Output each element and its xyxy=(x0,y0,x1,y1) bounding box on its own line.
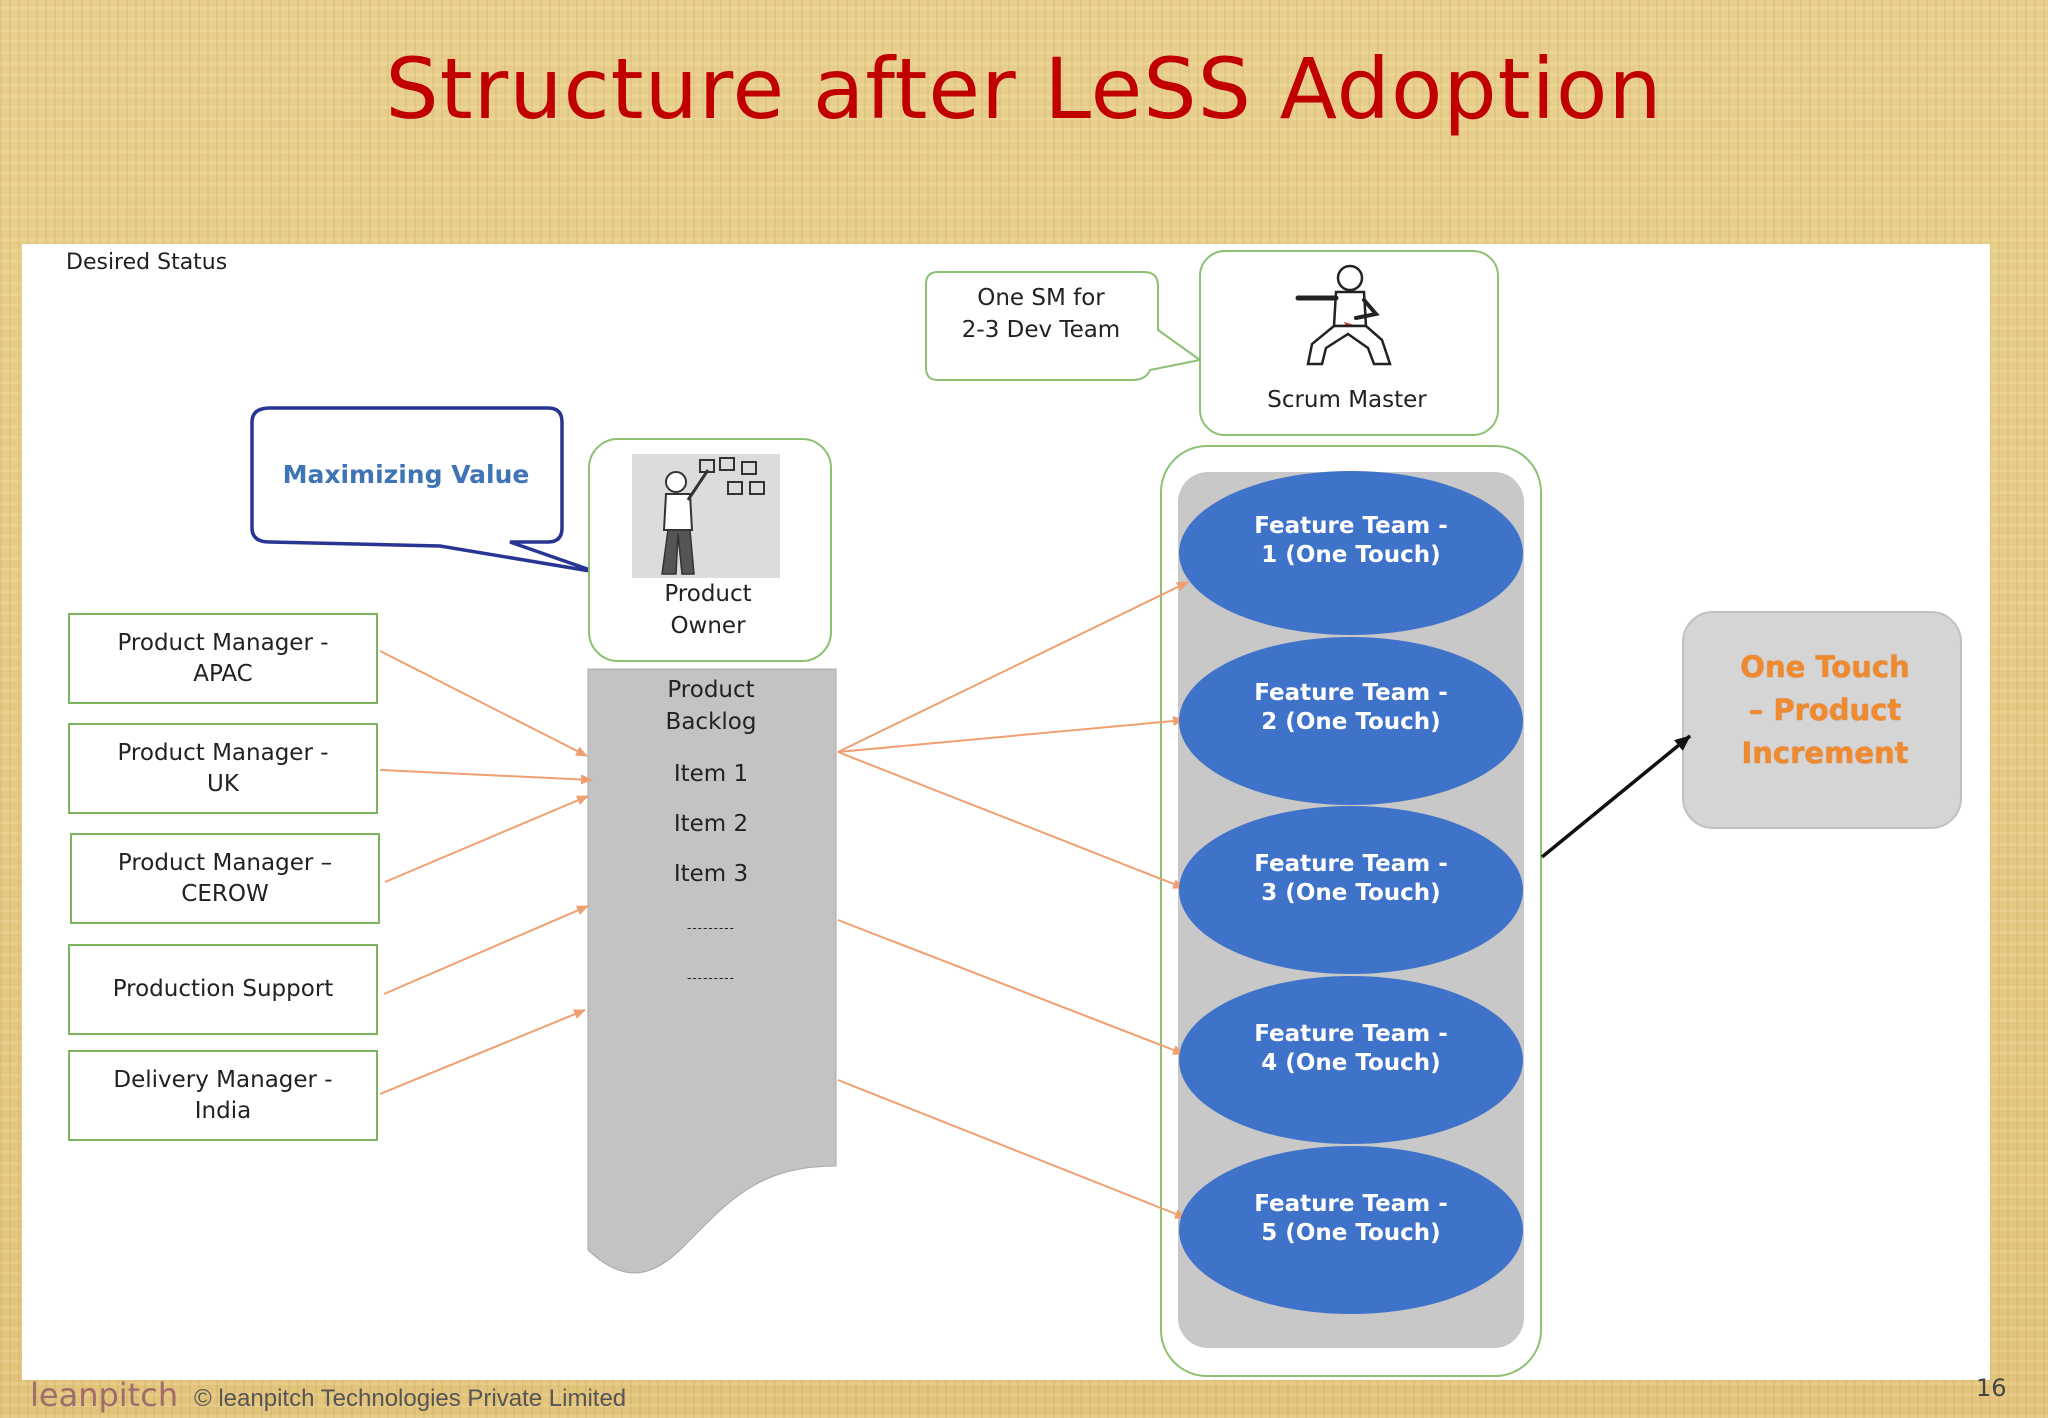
feature-team-3-ellipse xyxy=(1179,806,1523,974)
leanpitch-logo: leanpitch xyxy=(30,1376,179,1414)
arrow-delivery-manager xyxy=(379,1009,586,1095)
backlog-item-5: --------- xyxy=(687,971,735,985)
arrow-team-2 xyxy=(837,716,1185,753)
product-backlog-shape xyxy=(587,668,837,1274)
feature-team-5-ellipse xyxy=(1179,1146,1523,1314)
product-owner-label: Product Owner xyxy=(664,581,752,639)
martial-arts-figure-icon xyxy=(1295,264,1392,366)
stakeholder-pm-uk: Product Manager - UK xyxy=(68,723,378,814)
stakeholder-production-support: Production Support xyxy=(68,944,378,1035)
backlog-item-4: --------- xyxy=(687,921,735,935)
stakeholder-delivery-manager: Delivery Manager - India xyxy=(68,1050,378,1141)
backlog-item-2: Item 2 xyxy=(673,811,749,837)
arrow-team-3 xyxy=(837,751,1185,889)
feature-team-4-ellipse xyxy=(1179,976,1523,1144)
stakeholder-pm-cerow: Product Manager – CEROW xyxy=(70,833,380,924)
arrow-pm-cerow xyxy=(384,795,589,883)
backlog-item-3: Item 3 xyxy=(673,861,749,887)
backlog-item-1: Item 1 xyxy=(673,761,749,787)
stakeholder-pm-apac: Product Manager - APAC xyxy=(68,613,378,704)
scrum-master-label: Scrum Master xyxy=(1267,387,1427,413)
increment-label: One Touch – Product Increment xyxy=(1740,650,1910,770)
arrow-pm-apac xyxy=(379,650,588,757)
arrow-production-support xyxy=(383,905,589,995)
slide-title: Structure after LeSS Adoption xyxy=(385,40,1663,138)
arrow-team-5 xyxy=(837,1079,1187,1219)
arrow-team-4 xyxy=(837,919,1185,1055)
increment-box xyxy=(1682,611,1962,829)
person-at-board-icon xyxy=(632,454,780,578)
backlog-title: Product Backlog xyxy=(665,677,757,735)
feature-team-2-label: Feature Team - 2 (One Touch) xyxy=(1254,680,1448,735)
arrow-to-increment xyxy=(1540,734,1692,859)
copyright-text: © leanpitch Technologies Private Limited xyxy=(194,1385,627,1412)
feature-team-1-label: Feature Team - 1 (One Touch) xyxy=(1254,513,1448,568)
feature-team-3-label: Feature Team - 3 (One Touch) xyxy=(1254,851,1448,906)
sm-note-text: One SM for 2-3 Dev Team xyxy=(961,285,1121,343)
callout-text: Maximizing Value xyxy=(282,460,530,489)
arrow-pm-uk xyxy=(379,769,593,785)
maximizing-value-callout xyxy=(250,406,597,574)
feature-team-4-label: Feature Team - 4 (One Touch) xyxy=(1254,1021,1448,1076)
feature-team-1-ellipse xyxy=(1179,471,1523,635)
feature-team-2-ellipse xyxy=(1179,637,1523,805)
page-number: 16 xyxy=(1976,1374,2007,1402)
desired-status-label: Desired Status xyxy=(66,250,228,275)
feature-team-5-label: Feature Team - 5 (One Touch) xyxy=(1254,1191,1448,1246)
sm-note-bubble xyxy=(925,271,1203,381)
arrow-team-1 xyxy=(837,581,1189,753)
